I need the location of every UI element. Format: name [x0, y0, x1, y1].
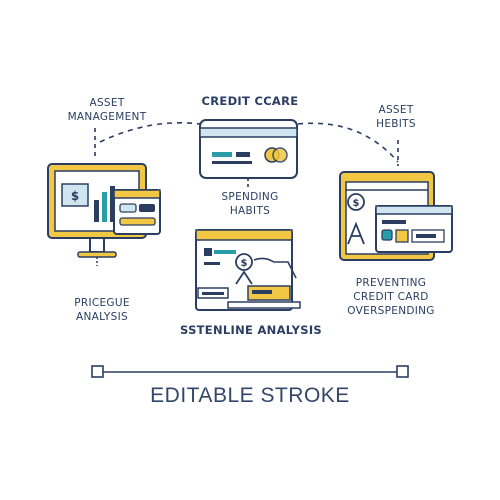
- label-line: CREDIT CARD: [353, 291, 429, 303]
- label-line: SSTENLINE ANALYSIS: [180, 323, 322, 337]
- payment-screen-icon: $: [339, 171, 453, 261]
- editable-stroke-line: [91, 365, 409, 378]
- stroke-handle-left: [91, 365, 104, 378]
- monitor-icon: $: [47, 163, 161, 266]
- label-asset-hebits: ASSET HEBITS: [356, 103, 436, 131]
- svg-text:$: $: [71, 189, 79, 203]
- label-credit-care: CREDIT CCARE: [188, 94, 312, 108]
- label-line: HEBITS: [376, 118, 416, 130]
- label-line: CREDIT CCARE: [201, 94, 299, 108]
- label-asset-management: ASSET MANAGEMENT: [62, 96, 152, 124]
- label-sstenline-analysis: SSTENLINE ANALYSIS: [176, 323, 326, 337]
- label-line: MANAGEMENT: [67, 111, 147, 123]
- browser-window-icon: $: [195, 229, 301, 311]
- label-pricegue-analysis: PRICEGUE ANALYSIS: [60, 296, 144, 324]
- credit-card-icon: [199, 119, 298, 179]
- connector-right-arc: [297, 122, 399, 163]
- label-line: OVERSPENDING: [347, 305, 435, 317]
- label-line: ASSET: [378, 104, 414, 116]
- label-line: HABITS: [229, 205, 271, 217]
- stroke-handle-right: [396, 365, 409, 378]
- label-line: ANALYSIS: [76, 311, 128, 323]
- label-line: PREVENTING: [355, 277, 427, 289]
- label-line: PRICEGUE: [74, 297, 130, 309]
- svg-text:$: $: [353, 198, 360, 209]
- label-line: ASSET: [89, 97, 125, 109]
- label-spending-habits: SPENDING HABITS: [208, 190, 292, 218]
- svg-text:$: $: [241, 258, 248, 269]
- connector-top-arc: [99, 122, 201, 143]
- label-line: SPENDING: [221, 191, 279, 203]
- footer-title: EDITABLE STROKE: [150, 384, 350, 407]
- label-preventing-overspending: PREVENTING CREDIT CARD OVERSPENDING: [336, 276, 446, 318]
